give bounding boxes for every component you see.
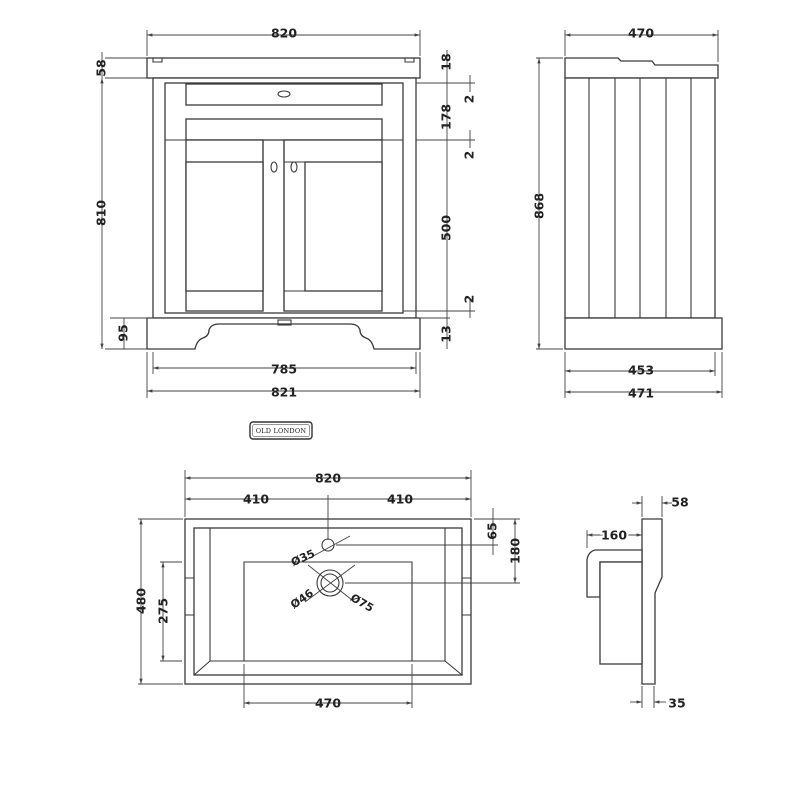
dim-basin-half-right: 410: [387, 492, 413, 507]
dim-body-height: 810: [94, 200, 109, 226]
plinth-badge: [277, 319, 292, 326]
dim-basin-depth: 480: [134, 588, 149, 614]
side-plinth: [564, 317, 723, 350]
basin-side-bowl: [599, 561, 643, 665]
brand-logo: OLD LONDON: [249, 421, 313, 440]
cabinet-side-view: [564, 57, 723, 350]
dim-bowl-width: 470: [315, 696, 341, 711]
dim-tap-offset: 65: [485, 522, 500, 539]
drawer-rail: [185, 118, 383, 141]
dim-inner-width: 785: [271, 362, 297, 377]
worktop-notches: [152, 58, 415, 63]
basin-side-dimensions: 58 160 35: [586, 495, 689, 711]
basin-plan-dimensions: 820 410 410 480 275 470 65 180 Ø35 Ø46 Ø…: [134, 470, 523, 711]
basin-side-view: [586, 518, 663, 685]
plinth: [146, 317, 421, 350]
worktop: [146, 57, 421, 79]
drawer-handle: [277, 90, 291, 98]
dim-side-base-depth: 471: [628, 386, 654, 401]
left-door-panel: [185, 161, 264, 292]
left-door-handle: [270, 161, 278, 173]
right-door-panel: [304, 161, 383, 292]
side-worktop: [564, 57, 719, 79]
logo-text: OLD LONDON: [256, 427, 307, 435]
basin-bowl: [243, 561, 413, 661]
dim-plinth-gap: 13: [439, 325, 454, 342]
dim-base-thickness: 35: [668, 696, 685, 711]
dim-drawer-height: 178: [439, 104, 454, 130]
right-door-handle: [290, 161, 298, 173]
side-dimensions: 470 868 453 471: [532, 26, 723, 401]
dim-waste-offset: 180: [508, 538, 523, 564]
waste-outer: [316, 569, 344, 597]
dim-side-body-depth: 453: [628, 363, 654, 378]
dim-gap-top: 2: [462, 95, 477, 104]
side-panel-grooves: [588, 78, 692, 318]
dim-basin-width: 820: [315, 471, 341, 486]
waste-inner: [320, 573, 340, 593]
basin-side-back: [641, 518, 663, 685]
dim-gap-bottom: 2: [462, 295, 477, 304]
front-dimensions: 820 58 810 95 18 2 178 2 500 2 13 785 82…: [94, 26, 477, 400]
cabinet-front-view: [146, 57, 421, 350]
dim-bowl-depth: 275: [156, 598, 171, 624]
basin-plan-view: [184, 518, 472, 685]
dim-gap-mid: 2: [462, 151, 477, 160]
dim-plinth-height: 95: [116, 324, 131, 341]
dim-bowl-projection: 160: [601, 528, 627, 543]
dim-back-thickness: 58: [671, 495, 688, 510]
dim-side-total-height: 868: [532, 193, 547, 219]
drawer-front: [185, 83, 383, 106]
basin-rim: [193, 527, 463, 676]
dim-door-height: 500: [439, 215, 454, 241]
dim-basin-half-left: 410: [243, 492, 269, 507]
dim-base-width: 821: [271, 385, 297, 400]
dim-worktop-lip: 18: [439, 53, 454, 70]
dim-side-depth-top: 470: [628, 26, 654, 41]
dim-width-top: 820: [271, 26, 297, 41]
dim-worktop-height: 58: [94, 59, 109, 76]
